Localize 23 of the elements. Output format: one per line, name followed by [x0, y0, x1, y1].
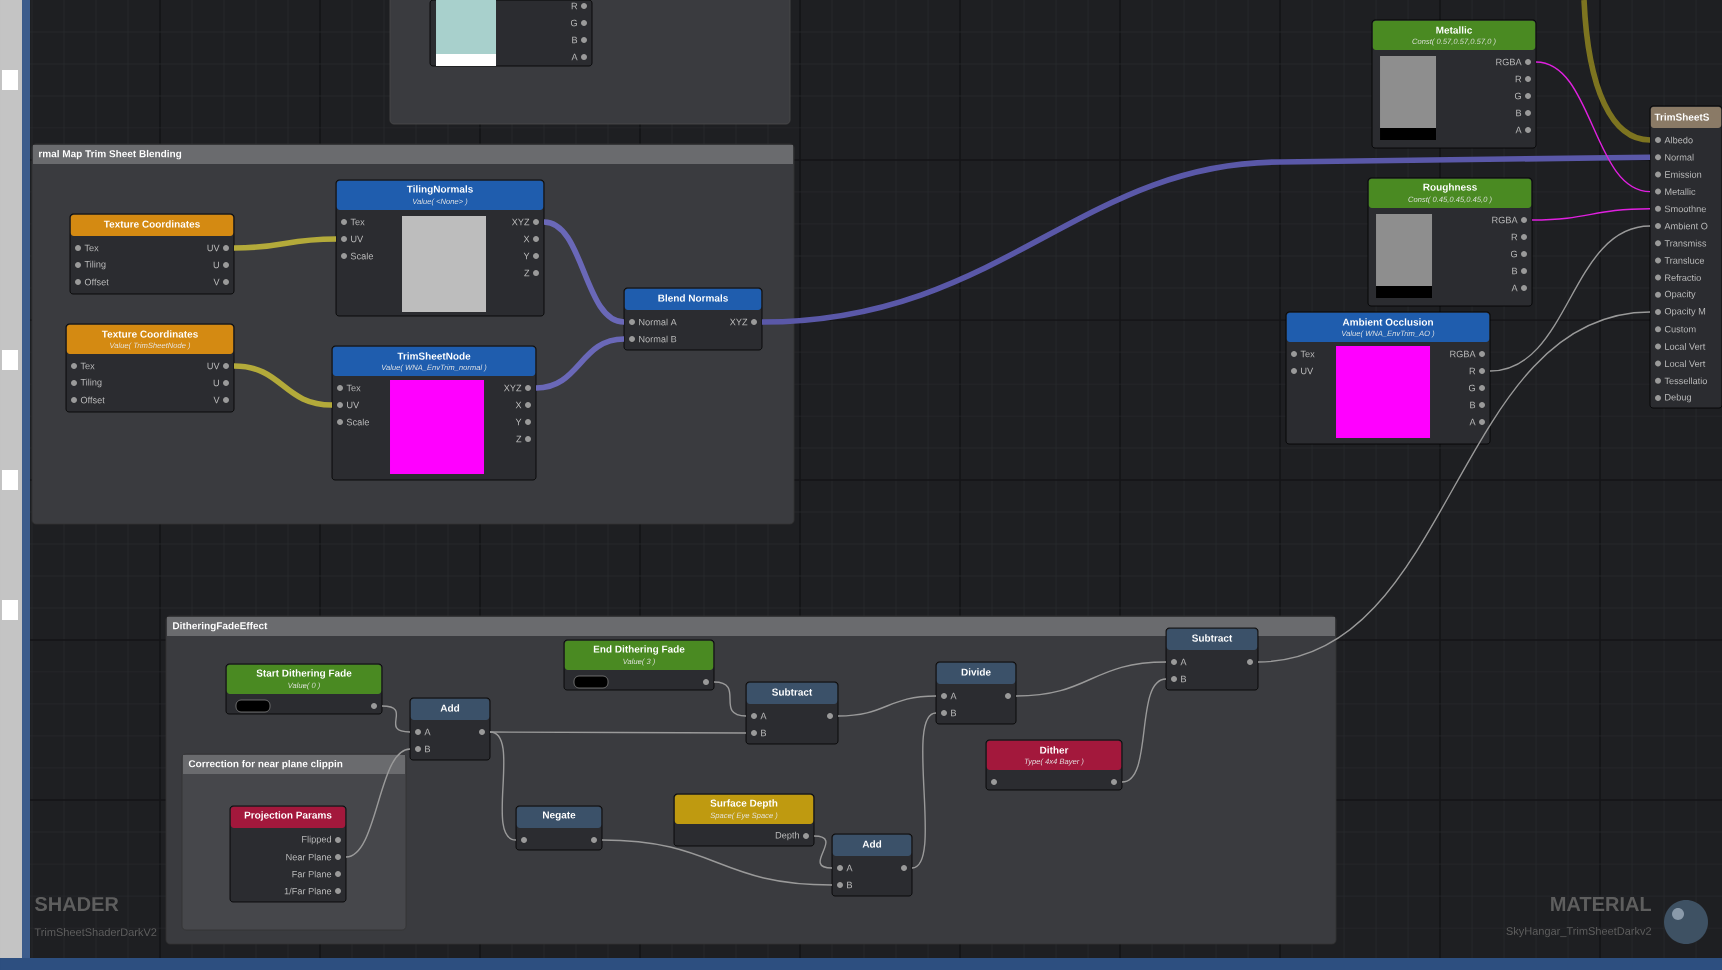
wire [1531, 208, 1651, 221]
wire [233, 363, 333, 408]
wire [233, 236, 337, 251]
wire [837, 695, 937, 717]
wire [813, 835, 833, 869]
wire [535, 336, 625, 391]
wire [489, 731, 747, 734]
wire [713, 681, 747, 717]
wire [1489, 225, 1651, 372]
editor-label: SHADER [34, 896, 119, 912]
wire [1121, 678, 1167, 783]
wire [1581, 0, 1651, 143]
wire [381, 705, 411, 733]
wire [1257, 311, 1651, 663]
wire [345, 748, 411, 858]
wire [1535, 61, 1651, 193]
wire [761, 154, 1651, 325]
wire [601, 839, 833, 886]
wire [543, 219, 625, 325]
wire [1015, 661, 1167, 697]
editor-label: MATERIAL [1551, 897, 1651, 911]
wire [911, 712, 937, 869]
wire [489, 731, 517, 841]
